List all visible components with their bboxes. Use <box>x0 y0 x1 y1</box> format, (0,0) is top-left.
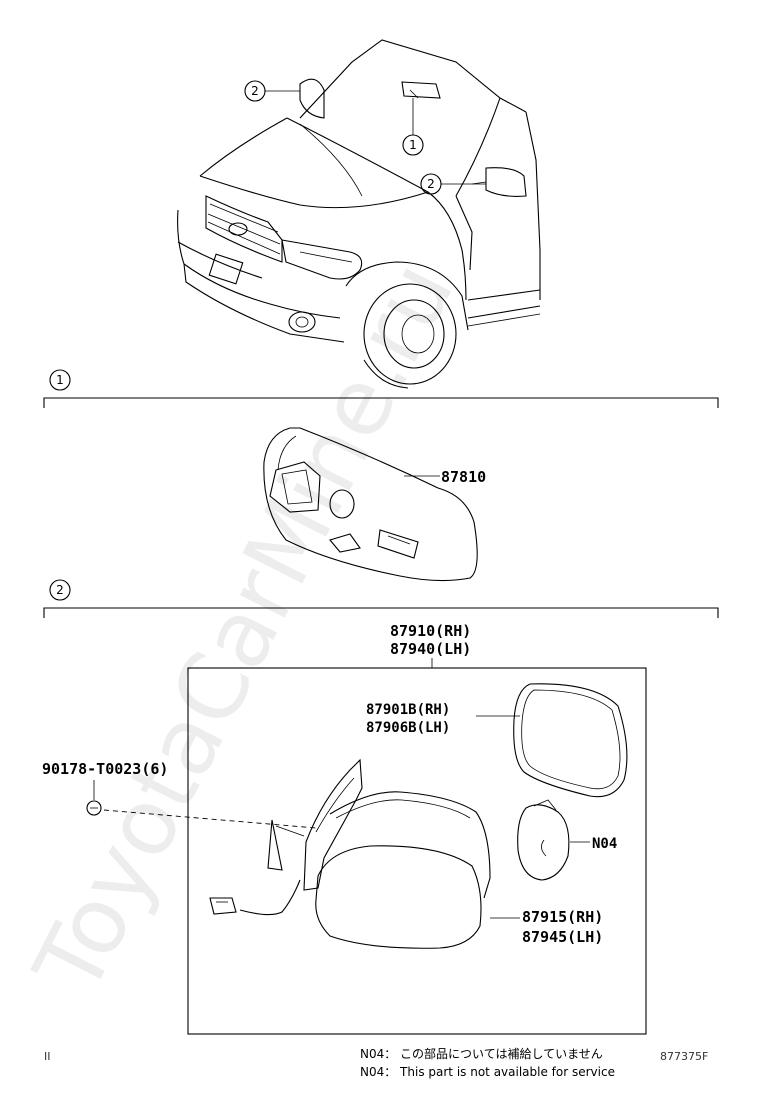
svg-text:2: 2 <box>251 84 259 98</box>
part-number-cover-rh: 87915(RH) <box>522 908 603 926</box>
note-english: N04： This part is not available for serv… <box>360 1065 615 1079</box>
overview-callout-2-right: 2 <box>420 173 486 195</box>
mirror-glass-illustration <box>513 683 628 798</box>
section-2-header: 2 <box>43 579 719 618</box>
footer-left-mark: II <box>44 1050 51 1063</box>
part-number-outer-mirror-lh: 87940(LH) <box>390 640 471 658</box>
vehicle-overview-illustration <box>177 39 541 389</box>
outer-mirror-body-illustration <box>209 758 491 949</box>
outer-mirror-assembly-frame <box>187 667 647 1035</box>
part-number-mirror-glass-lh: 87906B(LH) <box>366 720 450 736</box>
part-number-screw: 90178-T0023(6) <box>42 760 168 778</box>
svg-text:1: 1 <box>409 138 417 152</box>
svg-text:1: 1 <box>56 373 64 387</box>
overview-callout-2-left: 2 <box>244 80 300 102</box>
part-number-outer-mirror-rh: 87910(RH) <box>390 622 471 640</box>
svg-text:2: 2 <box>427 177 435 191</box>
part-number-mirror-glass-rh: 87901B(RH) <box>366 702 450 718</box>
overview-callout-1: 1 <box>402 98 424 156</box>
part-number-87810: 87810 <box>441 468 486 486</box>
screw-illustration <box>86 800 102 816</box>
illustration-number: 877375F <box>660 1050 708 1063</box>
inner-mirror-illustration <box>263 427 478 582</box>
part-ref-n04: N04 <box>592 836 617 852</box>
svg-text:2: 2 <box>56 583 64 597</box>
part-number-cover-lh: 87945(LH) <box>522 928 603 946</box>
note-japanese: N04： この部品については補給していません <box>360 1046 603 1061</box>
mirror-motor-illustration <box>517 799 570 881</box>
section-1-header: 1 <box>43 369 719 408</box>
